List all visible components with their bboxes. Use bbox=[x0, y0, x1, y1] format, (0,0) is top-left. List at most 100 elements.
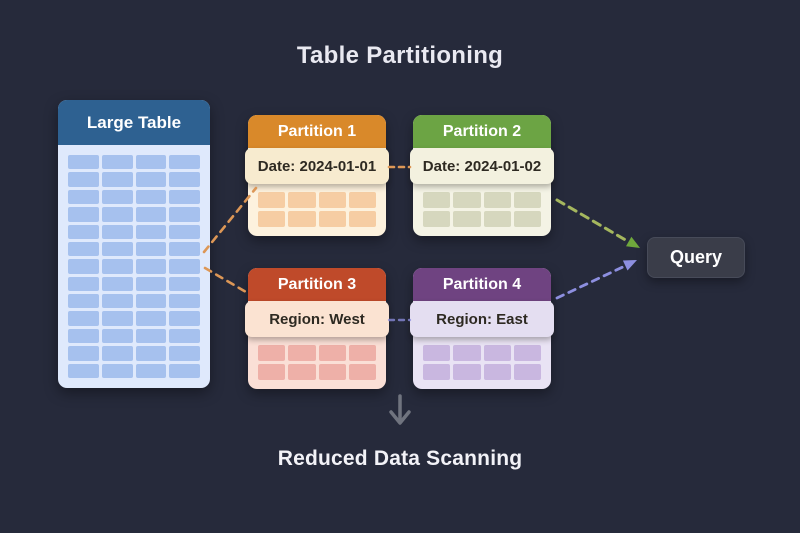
partition-3-key-label: Region: West bbox=[245, 301, 389, 337]
table-cell bbox=[135, 259, 167, 274]
table-cell bbox=[513, 345, 541, 361]
table-cell bbox=[135, 346, 167, 361]
partition-4-grid bbox=[413, 337, 551, 389]
table-cell bbox=[258, 211, 286, 227]
table-cell bbox=[68, 207, 99, 222]
large-table-card: Large Table bbox=[58, 100, 210, 388]
table-cell bbox=[135, 363, 167, 378]
table-cell bbox=[169, 311, 200, 326]
table-cell bbox=[169, 189, 200, 205]
table-cell bbox=[423, 345, 451, 361]
table-cell bbox=[453, 211, 481, 227]
large-table-header: Large Table bbox=[58, 100, 210, 145]
arrow-partition4-to-query-head bbox=[622, 260, 637, 271]
table-cell bbox=[68, 346, 99, 361]
table-cell bbox=[453, 364, 481, 380]
table-cell bbox=[453, 345, 481, 361]
table-cell bbox=[258, 345, 286, 361]
arrow-table-to-partition3 bbox=[203, 266, 248, 294]
table-cell bbox=[169, 207, 200, 222]
table-cell bbox=[258, 364, 286, 380]
table-cell bbox=[68, 294, 99, 309]
table-cell bbox=[101, 363, 133, 378]
down-arrow-head bbox=[389, 410, 411, 425]
table-cell bbox=[101, 294, 133, 309]
table-cell bbox=[288, 345, 316, 361]
table-cell bbox=[101, 241, 133, 257]
table-cell bbox=[169, 155, 200, 170]
table-cell bbox=[68, 276, 99, 292]
footer-caption: Reduced Data Scanning bbox=[277, 447, 523, 470]
table-cell bbox=[68, 172, 99, 187]
table-cell bbox=[68, 328, 99, 344]
table-cell bbox=[135, 294, 167, 309]
table-cell bbox=[101, 189, 133, 205]
table-cell bbox=[169, 346, 200, 361]
table-cell bbox=[68, 224, 99, 239]
table-cell bbox=[513, 211, 541, 227]
table-cell bbox=[288, 211, 316, 227]
table-cell bbox=[135, 328, 167, 344]
partition-4-card: Partition 4 Region: East bbox=[410, 268, 554, 389]
table-cell bbox=[513, 192, 541, 208]
table-cell bbox=[68, 311, 99, 326]
table-cell bbox=[318, 345, 346, 361]
partition-3-grid bbox=[248, 337, 386, 389]
table-cell bbox=[169, 172, 200, 187]
partition-2-header: Partition 2 bbox=[413, 115, 551, 148]
table-cell bbox=[423, 192, 451, 208]
arrow-partition2-to-query-head bbox=[626, 236, 640, 248]
table-cell bbox=[68, 241, 99, 257]
partition-3-card: Partition 3 Region: West bbox=[245, 268, 389, 389]
table-cell bbox=[68, 155, 99, 170]
table-cell bbox=[318, 364, 346, 380]
table-cell bbox=[135, 155, 167, 170]
table-cell bbox=[513, 364, 541, 380]
table-cell bbox=[101, 155, 133, 170]
partition-1-card: Partition 1 Date: 2024-01-01 bbox=[245, 115, 389, 236]
table-cell bbox=[68, 363, 99, 378]
partition-2-grid bbox=[413, 184, 551, 236]
table-cell bbox=[169, 224, 200, 239]
table-cell bbox=[348, 192, 376, 208]
table-cell bbox=[101, 346, 133, 361]
table-cell bbox=[483, 345, 511, 361]
table-cell bbox=[348, 345, 376, 361]
table-cell bbox=[423, 211, 451, 227]
table-cell bbox=[483, 192, 511, 208]
table-cell bbox=[101, 172, 133, 187]
partition-4-key-label: Region: East bbox=[410, 301, 554, 337]
partition-3-header: Partition 3 bbox=[248, 268, 386, 301]
table-cell bbox=[423, 364, 451, 380]
table-cell bbox=[135, 172, 167, 187]
table-cell bbox=[135, 241, 167, 257]
table-cell bbox=[318, 192, 346, 208]
table-cell bbox=[101, 276, 133, 292]
query-label: Query bbox=[669, 247, 723, 267]
table-cell bbox=[68, 189, 99, 205]
table-cell bbox=[135, 311, 167, 326]
table-cell bbox=[483, 364, 511, 380]
table-cell bbox=[348, 364, 376, 380]
table-cell bbox=[135, 207, 167, 222]
arrow-partition4-to-query-line bbox=[555, 263, 629, 300]
table-cell bbox=[169, 241, 200, 257]
partition-4-header: Partition 4 bbox=[413, 268, 551, 301]
page-title: Table Partitioning bbox=[296, 42, 504, 69]
table-cell bbox=[101, 259, 133, 274]
partition-1-grid bbox=[248, 184, 386, 236]
table-cell bbox=[288, 364, 316, 380]
table-cell bbox=[348, 211, 376, 227]
partition-2-card: Partition 2 Date: 2024-01-02 bbox=[410, 115, 554, 236]
table-cell bbox=[169, 294, 200, 309]
partition-2-key-label: Date: 2024-01-02 bbox=[410, 148, 554, 184]
large-table-grid bbox=[58, 145, 210, 388]
table-cell bbox=[169, 328, 200, 344]
table-cell bbox=[101, 224, 133, 239]
table-cell bbox=[135, 276, 167, 292]
query-node: Query bbox=[647, 237, 745, 278]
table-cell bbox=[101, 328, 133, 344]
arrow-partition2-to-query-line bbox=[555, 198, 631, 244]
table-cell bbox=[135, 189, 167, 205]
